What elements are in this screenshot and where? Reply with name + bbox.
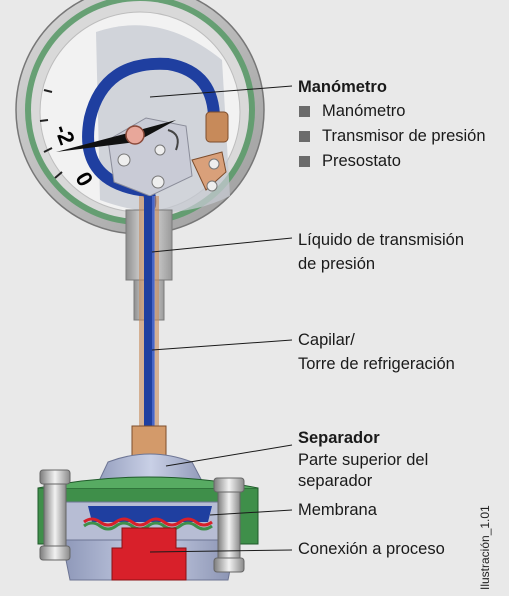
item-transmitter: Transmisor de presión [322, 127, 486, 145]
gauge-title: Manómetro [298, 78, 387, 96]
separator-title: Separador [298, 429, 380, 447]
capillary-collar [131, 425, 167, 457]
separator-sub-line2: separador [298, 472, 373, 490]
liquid-label-line1: Líquido de transmisión [298, 231, 465, 249]
capillary-label-line1: Capilar/ [298, 331, 355, 349]
bullet-transmitter [299, 131, 310, 142]
liquid-label-line2: de presión [298, 255, 376, 273]
flange-bolts [39, 469, 245, 573]
capillary-label-line2: Torre de refrigeración [298, 355, 455, 373]
bullet-switch [299, 156, 310, 167]
gauge-pointer [56, 120, 176, 152]
tube-end-piece [205, 111, 229, 143]
bullet-gauge [299, 106, 310, 117]
leader-lines [149, 85, 293, 553]
figure-id: Ilustración_1.01 [478, 505, 492, 590]
item-gauge: Manómetro [322, 102, 406, 120]
membrane-label: Membrana [298, 501, 377, 519]
membrane-line [83, 517, 213, 527]
item-pressure-switch: Presostato [322, 152, 401, 170]
diaphragm-seal [37, 453, 259, 581]
process-connection-shape [111, 527, 187, 581]
separator-sub-line1: Parte superior del [298, 451, 429, 469]
process-connection-label: Conexión a proceso [298, 540, 445, 558]
capillary-tube [139, 196, 159, 464]
dial-scale [39, 89, 63, 179]
